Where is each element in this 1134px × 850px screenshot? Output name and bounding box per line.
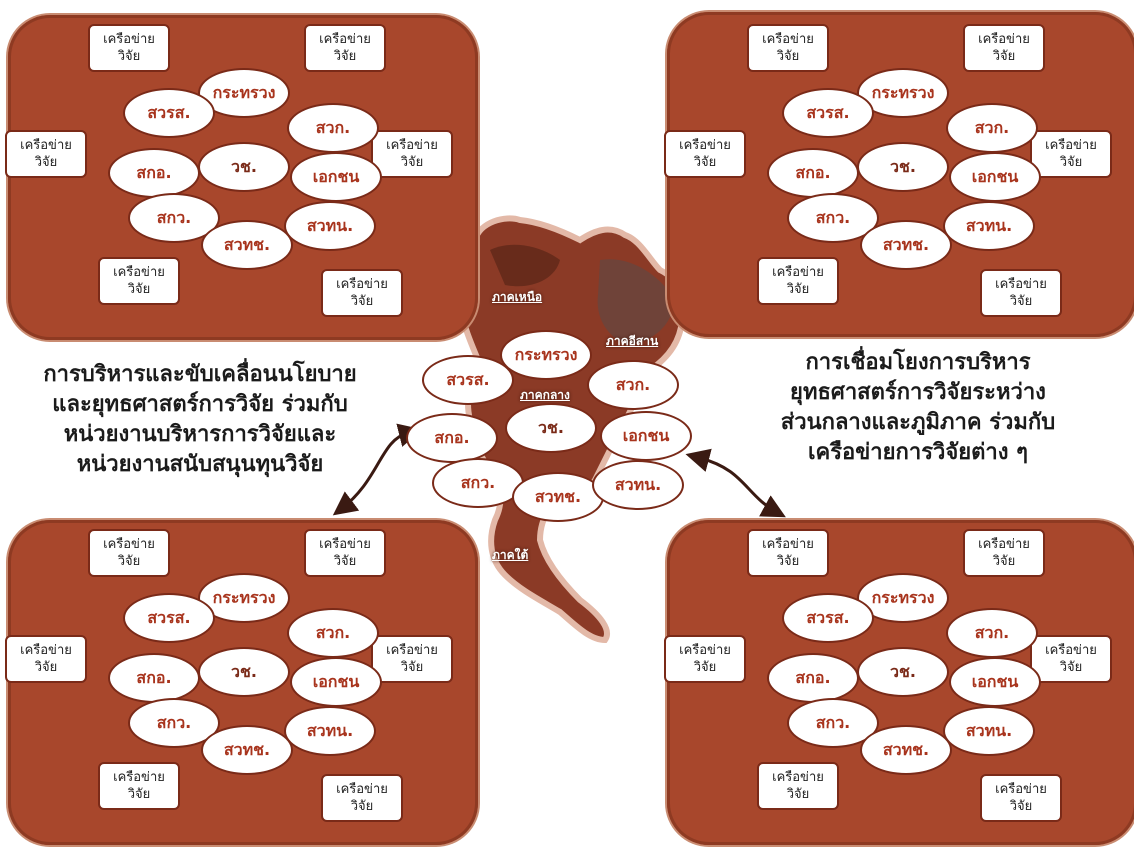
network-box: เครือข่าย วิจัย (371, 635, 453, 683)
trf-ellipse: สกว. (432, 458, 524, 508)
ministry-ellipse: กระทรวง (857, 68, 949, 118)
caption-left: การบริหารและขับเคลื่อนนโยบาย และยุทธศาสต… (43, 362, 357, 477)
network-box: เครือข่าย วิจัย (88, 24, 170, 72)
private-ellipse: เอกชน (949, 657, 1041, 707)
ministry-ellipse: กระทรวง (500, 330, 592, 380)
nstda-ellipse: สวทช. (512, 472, 604, 522)
nia-ellipse: สวทน. (284, 706, 376, 756)
network-box: เครือข่าย วิจัย (371, 130, 453, 178)
tro-ellipse: สกอ. (767, 148, 859, 198)
network-box: เครือข่าย วิจัย (5, 635, 87, 683)
trf-ellipse: สกว. (128, 698, 220, 748)
osta-ellipse: สวก. (946, 103, 1038, 153)
tro-ellipse: สกอ. (767, 653, 859, 703)
hsri-ellipse: สวรส. (782, 88, 874, 138)
map-region-northeast: ภาคอีสาน (606, 334, 659, 348)
nia-ellipse: สวทน. (284, 201, 376, 251)
network-box: เครือข่าย วิจัย (1030, 635, 1112, 683)
nia-ellipse: สวทน. (943, 201, 1035, 251)
network-box: เครือข่าย วิจัย (664, 130, 746, 178)
network-box: เครือข่าย วิจัย (304, 529, 386, 577)
tro-ellipse: สกอ. (108, 653, 200, 703)
hsri-ellipse: สวรส. (123, 88, 215, 138)
map-region-central: ภาคกลาง (520, 388, 570, 402)
osta-ellipse: สวก. (946, 608, 1038, 658)
nia-ellipse: สวทน. (943, 706, 1035, 756)
private-ellipse: เอกชน (290, 657, 382, 707)
nrct-ellipse: วช. (857, 142, 949, 192)
trf-ellipse: สกว. (128, 193, 220, 243)
hsri-ellipse: สวรส. (123, 593, 215, 643)
nrct-ellipse: วช. (198, 142, 290, 192)
network-box: เครือข่าย วิจัย (980, 269, 1062, 317)
network-box: เครือข่าย วิจัย (5, 130, 87, 178)
network-box: เครือข่าย วิจัย (664, 635, 746, 683)
network-box: เครือข่าย วิจัย (88, 529, 170, 577)
nstda-ellipse: สวทช. (860, 725, 952, 775)
map-region-north: ภาคเหนือ (492, 290, 543, 304)
tro-ellipse: สกอ. (406, 413, 498, 463)
nrct-ellipse: วช. (198, 647, 290, 697)
private-ellipse: เอกชน (600, 411, 692, 461)
panel-bottom-right: เครือข่าย วิจัย เครือข่าย วิจัย เครือข่า… (664, 520, 1134, 845)
panel-top-left: เครือข่าย วิจัย เครือข่าย วิจัย เครือข่า… (5, 15, 478, 340)
hsri-ellipse: สวรส. (782, 593, 874, 643)
network-box: เครือข่าย วิจัย (963, 24, 1045, 72)
map-region-south: ภาคใต้ (492, 548, 529, 562)
network-box: เครือข่าย วิจัย (304, 24, 386, 72)
nstda-ellipse: สวทช. (860, 220, 952, 270)
nstda-ellipse: สวทช. (201, 725, 293, 775)
nrct-ellipse: วช. (505, 403, 597, 453)
arrow-bottom-right (685, 448, 786, 518)
nia-ellipse: สวทน. (592, 460, 684, 510)
arrow-bottom-left (332, 423, 423, 516)
network-box: เครือข่าย วิจัย (1030, 130, 1112, 178)
network-box: เครือข่าย วิจัย (98, 257, 180, 305)
network-box: เครือข่าย วิจัย (747, 529, 829, 577)
osta-ellipse: สวก. (287, 608, 379, 658)
panel-bottom-left: เครือข่าย วิจัย เครือข่าย วิจัย เครือข่า… (5, 520, 478, 845)
private-ellipse: เอกชน (290, 152, 382, 202)
network-box: เครือข่าย วิจัย (980, 774, 1062, 822)
nstda-ellipse: สวทช. (201, 220, 293, 270)
ministry-ellipse: กระทรวง (198, 68, 290, 118)
network-box: เครือข่าย วิจัย (747, 24, 829, 72)
network-box: เครือข่าย วิจัย (757, 257, 839, 305)
network-box: เครือข่าย วิจัย (757, 762, 839, 810)
osta-ellipse: สวก. (287, 103, 379, 153)
network-box: เครือข่าย วิจัย (963, 529, 1045, 577)
network-box: เครือข่าย วิจัย (98, 762, 180, 810)
caption-right: การเชื่อมโยงการบริหาร ยุทธศาสตร์การวิจัย… (780, 350, 1056, 465)
tro-ellipse: สกอ. (108, 148, 200, 198)
osta-ellipse: สวก. (587, 360, 679, 410)
private-ellipse: เอกชน (949, 152, 1041, 202)
panel-top-right: เครือข่าย วิจัย เครือข่าย วิจัย เครือข่า… (664, 12, 1134, 337)
network-box: เครือข่าย วิจัย (321, 774, 403, 822)
hsri-ellipse: สวรส. (422, 355, 514, 405)
network-box: เครือข่าย วิจัย (321, 269, 403, 317)
nrct-ellipse: วช. (857, 647, 949, 697)
